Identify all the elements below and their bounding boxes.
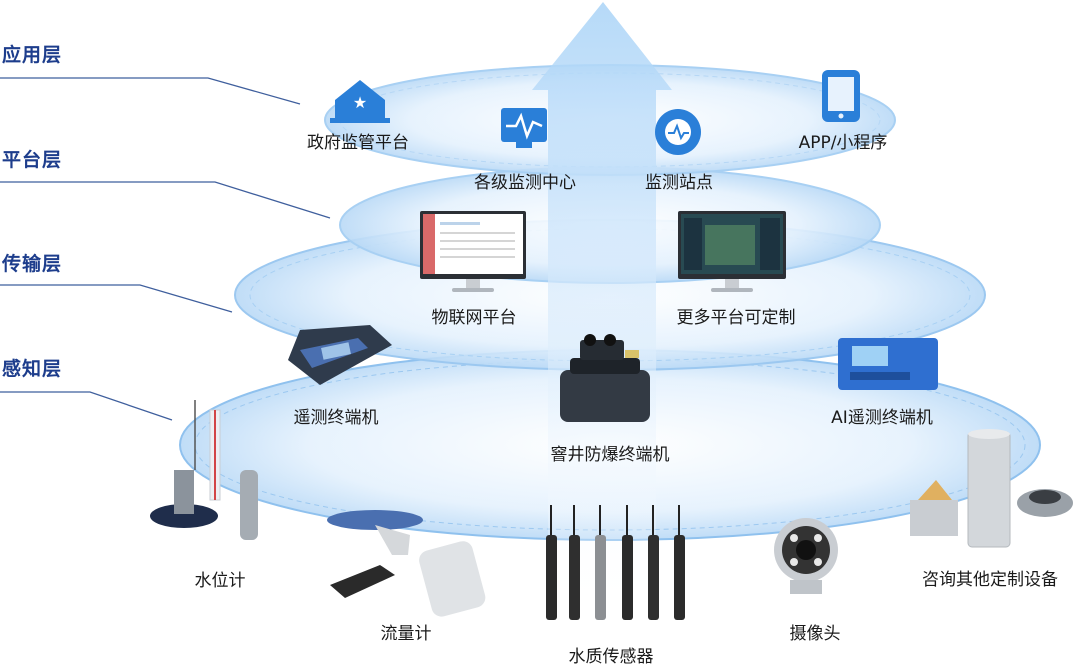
layer-label-application: 应用层 xyxy=(2,44,63,66)
rtu-terminal-icon xyxy=(288,325,392,385)
sensing-label-camera: 摄像头 xyxy=(789,624,841,644)
application-label-gov-platform: 政府监管平台 xyxy=(307,133,409,153)
platform-label-custom: 更多平台可定制 xyxy=(676,308,796,328)
leader-line-application xyxy=(0,77,301,105)
upward-arrow xyxy=(532,2,672,600)
custom-devices-icon xyxy=(910,429,1073,548)
svg-text:★: ★ xyxy=(353,93,367,112)
layer-label-transport: 传输层 xyxy=(2,253,63,275)
layer-label-sensing: 感知层 xyxy=(2,358,63,380)
transport-label-rtu: 遥测终端机 xyxy=(293,408,379,428)
transport-label-ai-rtu: AI遥测终端机 xyxy=(831,408,933,428)
government-house-icon: ★ xyxy=(330,80,390,123)
map-platform-monitor-icon xyxy=(678,211,786,292)
leader-line-platform xyxy=(0,181,331,219)
application-label-monitoring-station: 监测站点 xyxy=(645,173,713,193)
camera-icon xyxy=(774,518,838,594)
leader-line-transport xyxy=(0,284,233,313)
explosion-proof-terminal-icon xyxy=(560,334,650,422)
layer-label-platform: 平台层 xyxy=(2,149,63,171)
location-pulse-icon xyxy=(655,109,701,155)
transport-label-explosion-proof: 窨井防爆终端机 xyxy=(550,445,670,465)
water-level-gauge-icon xyxy=(150,400,258,540)
monitor-pulse-icon xyxy=(501,108,547,148)
flow-meter-icon xyxy=(327,510,486,617)
iot-platform-monitor-icon xyxy=(420,211,526,292)
application-label-app: APP/小程序 xyxy=(798,133,888,153)
platform-label-iot: 物联网平台 xyxy=(431,308,517,328)
water-quality-sensor-icon xyxy=(546,505,685,620)
application-label-monitoring-center: 各级监测中心 xyxy=(474,173,576,193)
sensing-label-water-quality: 水质传感器 xyxy=(568,647,654,667)
ai-rtu-terminal-icon xyxy=(838,338,938,390)
leader-line-sensing xyxy=(0,391,173,421)
sensing-label-water-level: 水位计 xyxy=(194,571,246,591)
sensing-label-flow-meter: 流量计 xyxy=(380,624,432,644)
sensing-label-custom: 咨询其他定制设备 xyxy=(922,570,1058,590)
tablet-icon xyxy=(822,70,860,122)
